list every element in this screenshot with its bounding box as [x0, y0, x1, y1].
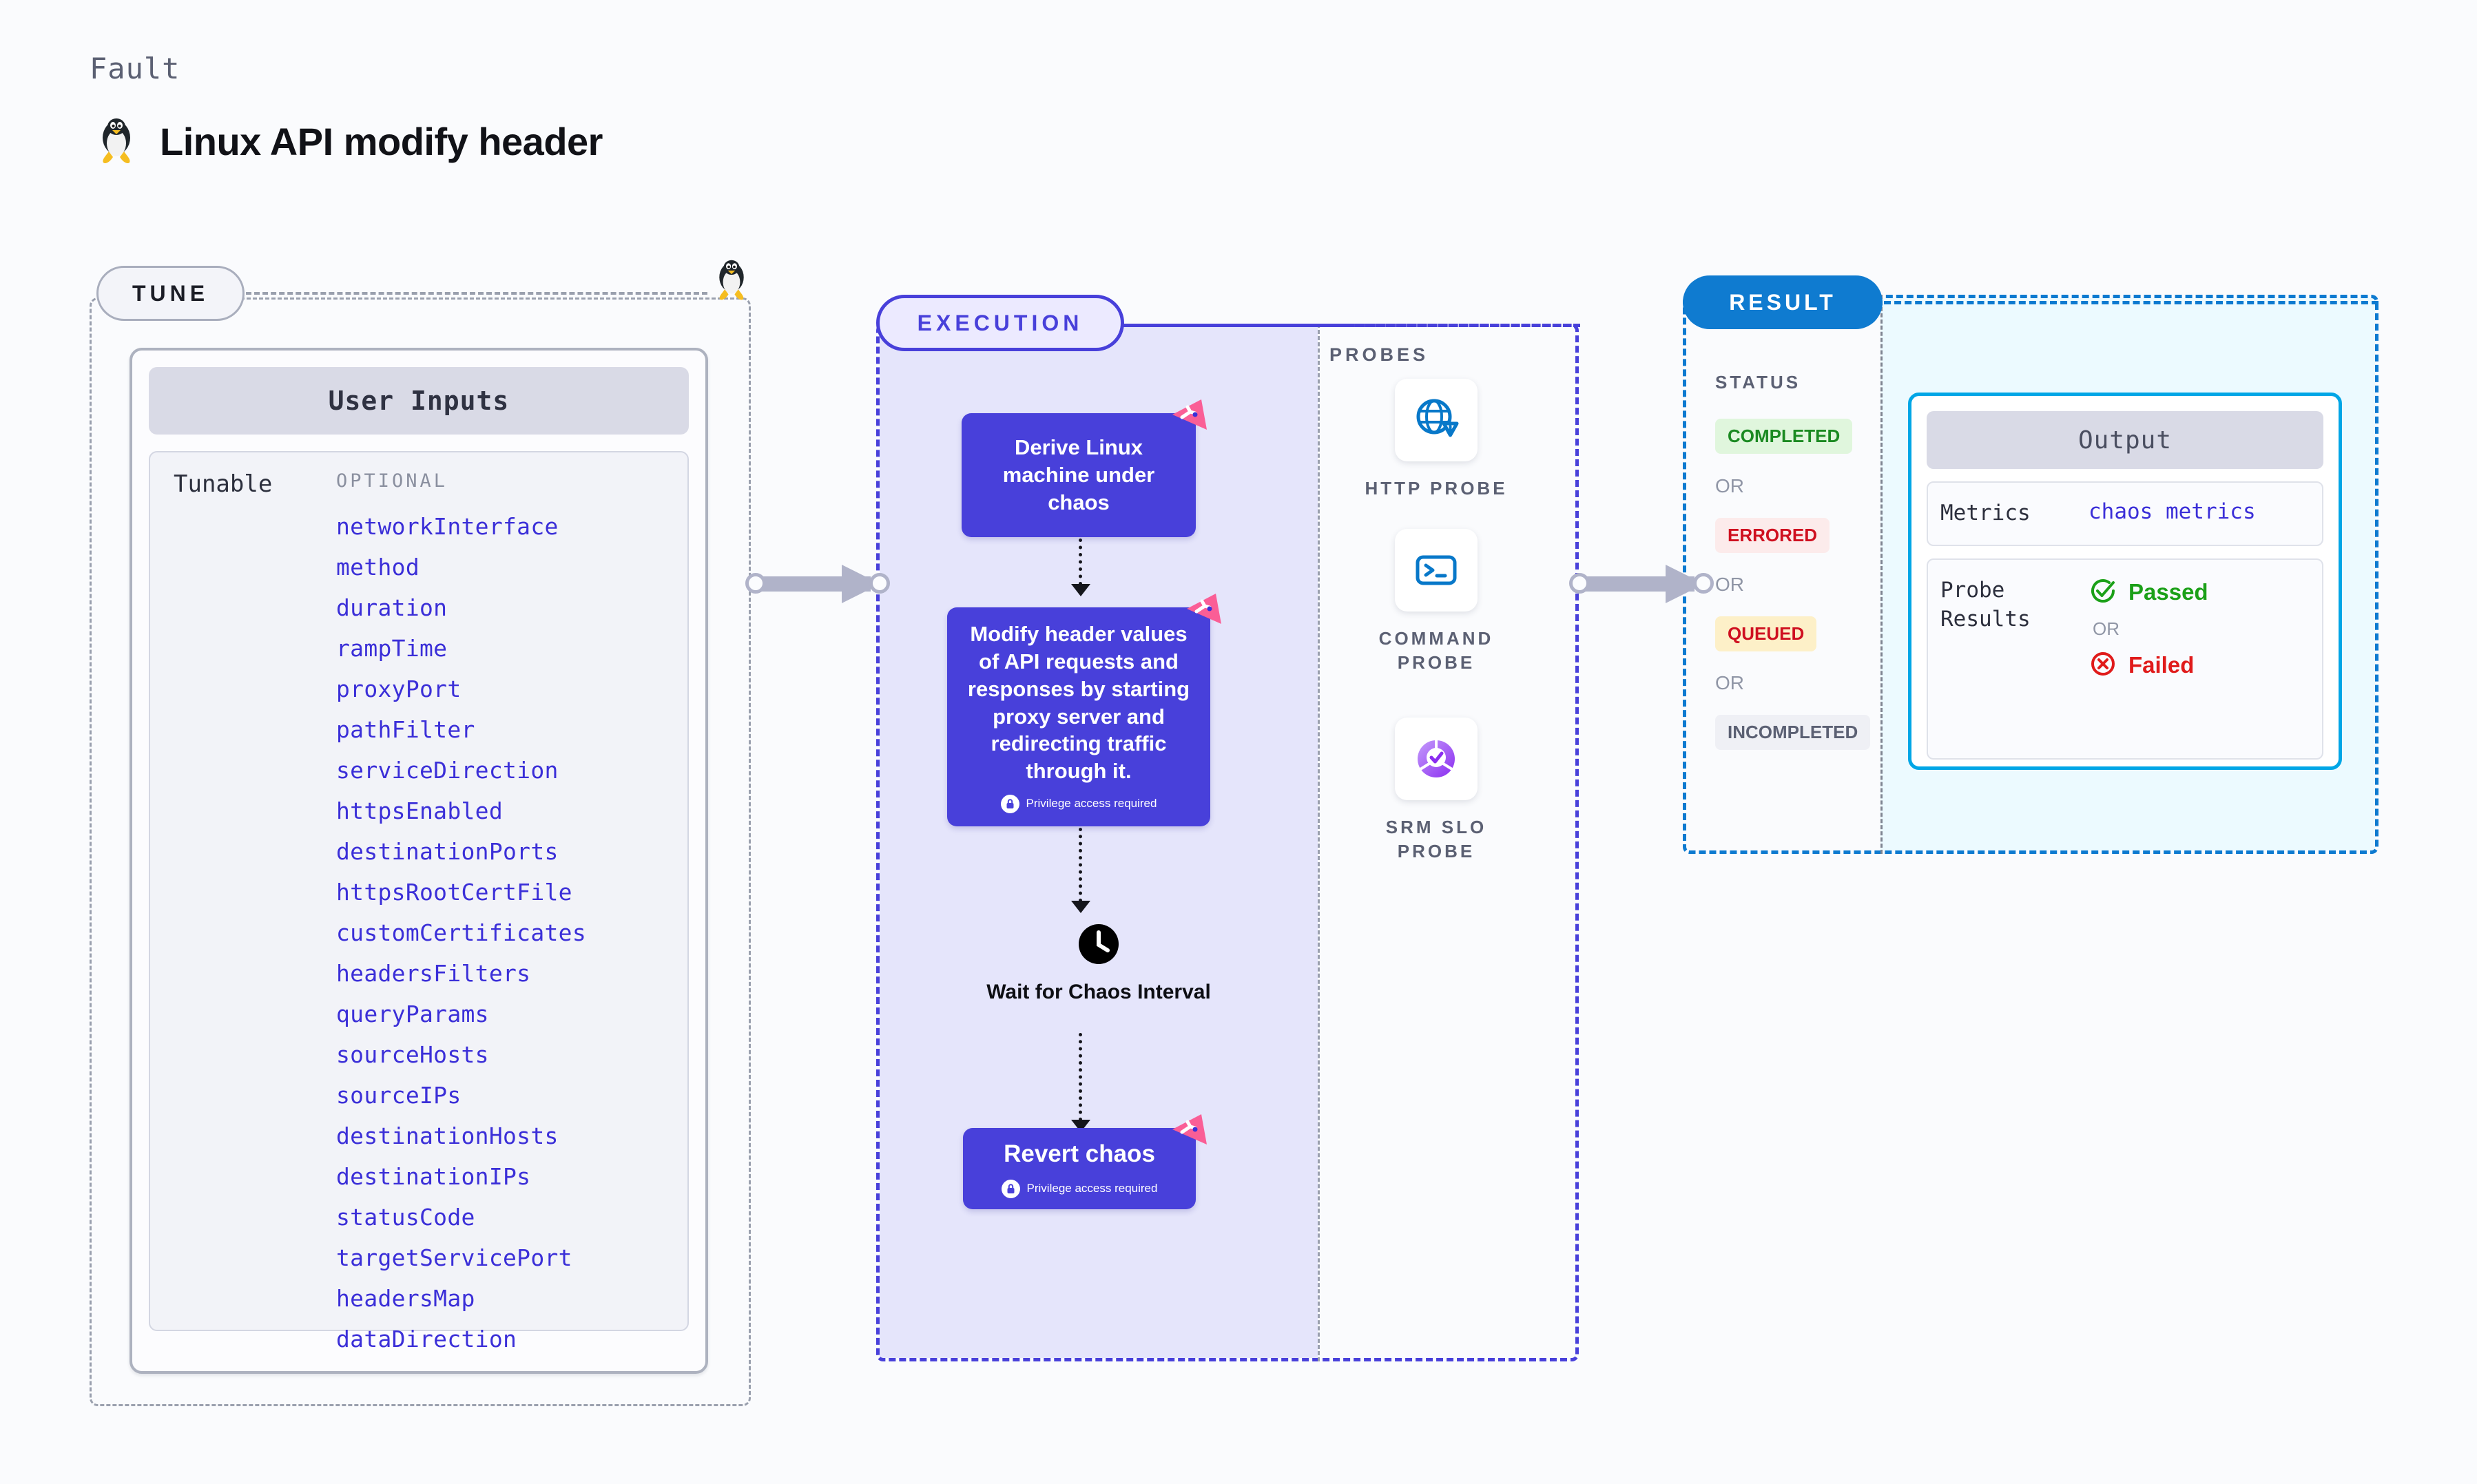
status-badge-errored: ERRORED — [1715, 518, 1830, 553]
chaos-flag-icon — [1167, 1111, 1211, 1156]
terminal-icon — [1395, 529, 1478, 612]
tunable-section: Tunable OPTIONAL networkInterface method d… — [149, 451, 689, 1350]
connector-tune-to-execution — [745, 565, 890, 603]
probes-section-label: PROBES — [1329, 344, 1429, 365]
metrics-row: Metrics chaos metrics — [1927, 481, 2323, 546]
probe-label: COMMAND PROBE — [1378, 628, 1494, 673]
lock-icon — [1001, 1179, 1020, 1198]
execution-node-text: Revert chaos — [1004, 1140, 1155, 1168]
privilege-badge-text: Privilege access required — [1026, 797, 1157, 811]
tunable-list: OPTIONAL networkInterface method duration r… — [336, 470, 687, 1350]
connector-execution-to-result — [1569, 565, 1714, 603]
tunable-item[interactable]: method — [336, 554, 420, 581]
tunable-item[interactable]: destinationPorts — [336, 838, 559, 865]
probe-result-passed: Passed — [2089, 576, 2208, 609]
probe-srm-slo[interactable]: SRM SLO PROBE — [1357, 718, 1515, 864]
privilege-badge-text: Privilege access required — [1026, 1182, 1158, 1195]
wait-step-label: Wait for Chaos Interval — [986, 981, 1211, 1003]
probe-result-failed: Failed — [2089, 649, 2208, 682]
chaos-flag-icon — [1167, 397, 1211, 441]
probe-results-row: Probe Results Passed OR — [1927, 558, 2323, 760]
execution-pill[interactable]: EXECUTION — [876, 295, 1124, 351]
globe-warning-icon — [1395, 379, 1478, 461]
page-title: Linux API modify header — [160, 119, 603, 163]
tune-pill[interactable]: TUNE — [96, 266, 245, 321]
status-or: OR — [1715, 672, 1744, 693]
result-pill[interactable]: RESULT — [1683, 275, 1883, 329]
status-or: OR — [1715, 574, 1744, 595]
tunable-item[interactable]: statusCode — [336, 1204, 475, 1231]
tunable-row-label: Tunable — [174, 470, 273, 498]
slo-donut-check-icon — [1395, 718, 1478, 800]
execution-node-text: Modify header values of API requests and… — [967, 622, 1190, 783]
clock-icon — [1077, 924, 1120, 968]
tunable-item[interactable]: sourceIPs — [336, 1082, 462, 1109]
status-badge-completed: COMPLETED — [1715, 419, 1853, 454]
probe-label: HTTP PROBE — [1365, 478, 1508, 499]
x-circle-icon — [2089, 649, 2117, 682]
probe-result-passed-label: Passed — [2128, 579, 2208, 605]
user-inputs-card: User Inputs Tunable OPTIONAL networkInte… — [129, 348, 708, 1374]
tunable-item[interactable]: httpsRootCertFile — [336, 879, 572, 906]
status-section-label: STATUS — [1715, 372, 1801, 393]
tunable-item[interactable]: destinationIPs — [336, 1163, 531, 1190]
probe-command[interactable]: COMMAND PROBE — [1357, 529, 1515, 675]
status-badge-queued: QUEUED — [1715, 616, 1817, 651]
page-kicker: Fault — [90, 52, 180, 85]
tunable-item[interactable]: customCertificates — [336, 919, 587, 946]
optional-group-label: OPTIONAL — [336, 470, 448, 492]
tux-penguin-icon — [714, 259, 749, 305]
tunable-item[interactable]: duration — [336, 594, 448, 621]
tunable-item[interactable]: queryParams — [336, 1001, 489, 1027]
probe-label: SRM SLO PROBE — [1385, 817, 1487, 862]
probe-results-label: Probe Results — [1940, 577, 2031, 631]
user-inputs-title: User Inputs — [149, 367, 689, 435]
probe-result-failed-label: Failed — [2128, 652, 2195, 678]
metrics-value[interactable]: chaos metrics — [2089, 499, 2256, 524]
tunable-item[interactable]: sourceHosts — [336, 1041, 489, 1068]
tunable-item[interactable]: headersFilters — [336, 960, 531, 987]
tune-region — [90, 297, 751, 1406]
metrics-label: Metrics — [1940, 501, 2031, 525]
output-card: Output Metrics chaos metrics Probe Resul… — [1908, 393, 2342, 770]
tunable-item[interactable]: rampTime — [336, 635, 448, 662]
tunable-item[interactable]: proxyPort — [336, 676, 462, 702]
execution-node[interactable]: Modify header values of API requests and… — [947, 594, 1221, 826]
tunable-item[interactable]: destinationHosts — [336, 1122, 559, 1149]
output-title: Output — [1927, 411, 2323, 469]
tune-dashed-connector — [246, 292, 707, 295]
status-or: OR — [1715, 475, 1744, 497]
probe-http[interactable]: HTTP PROBE — [1357, 379, 1515, 501]
execution-node-text: Derive Linux machine under chaos — [1002, 435, 1155, 514]
tunable-item[interactable]: headersMap — [336, 1285, 475, 1312]
lock-icon — [1000, 794, 1019, 813]
wait-step: Wait for Chaos Interval — [961, 923, 1236, 1005]
execution-dashed-connector — [1126, 324, 1580, 327]
tunable-item[interactable]: networkInterface — [336, 513, 559, 540]
tunable-item[interactable]: serviceDirection — [336, 757, 559, 784]
tunable-item[interactable]: dataDirection — [336, 1326, 517, 1352]
check-circle-icon — [2089, 576, 2117, 609]
result-divider — [1880, 295, 1883, 854]
execution-node[interactable]: Derive Linux machine under chaos — [962, 399, 1207, 537]
probe-result-or: OR — [2093, 618, 2120, 639]
probes-divider — [1318, 324, 1320, 1361]
chaos-flag-icon — [1181, 591, 1225, 636]
page-title-row: Linux API modify header — [96, 117, 603, 165]
privilege-badge: Privilege access required — [1000, 794, 1157, 813]
status-badge-incompleted: INCOMPLETED — [1715, 715, 1871, 750]
probe-results-values: Passed OR Failed — [2089, 576, 2208, 682]
tunable-item[interactable]: targetServicePort — [336, 1244, 572, 1271]
tunable-item[interactable]: pathFilter — [336, 716, 475, 743]
execution-node[interactable]: Revert chaos Privilege access required — [963, 1114, 1207, 1209]
privilege-badge: Privilege access required — [1001, 1179, 1158, 1198]
result-dashed-connector — [1884, 301, 2378, 304]
tux-penguin-icon — [96, 117, 136, 165]
tunable-item[interactable]: httpsEnabled — [336, 797, 504, 824]
